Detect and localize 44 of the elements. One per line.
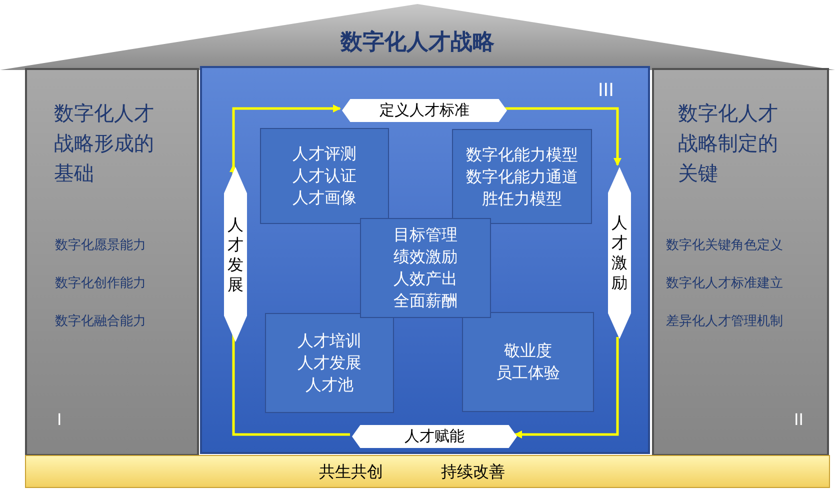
pillar-item: 数字化关键角色定义 [666, 237, 783, 254]
text-box [265, 313, 394, 413]
pillar-panel [25, 68, 199, 456]
box-text: 人效产出 [394, 268, 458, 290]
box-text: 人才池 [306, 374, 354, 396]
pillar-heading: 数字化人才战略制定的关键 [678, 100, 779, 187]
box-text: 敬业度 [504, 340, 552, 362]
arrow [514, 337, 619, 438]
hexagon-label: 人才发展 [224, 167, 247, 342]
pillar-item: 数字化愿景能力 [55, 237, 146, 254]
pillar-heading: 数字化人才战略形成的基础 [54, 100, 155, 187]
base-bar [25, 455, 830, 488]
roman-numeral: I [57, 410, 62, 429]
box-text: 人才认证 [292, 165, 356, 187]
hexagon-label: 定义人才标准 [342, 99, 507, 122]
pillar-item: 差异化人才管理机制 [666, 313, 783, 330]
box-text: 全面薪酬 [394, 290, 458, 312]
box-text: 数字化能力模型 [466, 144, 578, 166]
pillar-item: 数字化人才标准建立 [666, 275, 783, 292]
text-box [360, 218, 491, 318]
base-text: 持续改善 [441, 462, 505, 483]
box-text: 胜任力模型 [482, 188, 562, 210]
hexagon-label: 人才赋能 [352, 425, 517, 448]
roman-numeral: II [794, 410, 804, 429]
box-text: 人才发展 [298, 352, 362, 374]
text-box [452, 129, 592, 224]
pillar-item: 数字化创作能力 [55, 275, 146, 292]
base-text: 共生共创 [319, 462, 383, 483]
box-text: 人才画像 [292, 187, 356, 209]
box-text: 目标管理 [394, 224, 458, 246]
hexagon-label: 人才激励 [608, 167, 631, 339]
center-panel [200, 66, 650, 454]
box-text: 人才评测 [292, 143, 356, 165]
pillar-panel [652, 68, 829, 456]
box-text: 数字化能力通道 [466, 166, 578, 188]
pillar-item: 数字化融合能力 [55, 313, 146, 330]
text-box [462, 312, 594, 412]
box-text: 绩效激励 [394, 246, 458, 268]
arrow [505, 107, 622, 166]
arrow [232, 104, 341, 165]
box-text: 员工体验 [496, 362, 560, 384]
box-text: 人才培训 [298, 330, 362, 352]
text-box [260, 128, 389, 224]
roman-numeral: III [598, 80, 614, 101]
